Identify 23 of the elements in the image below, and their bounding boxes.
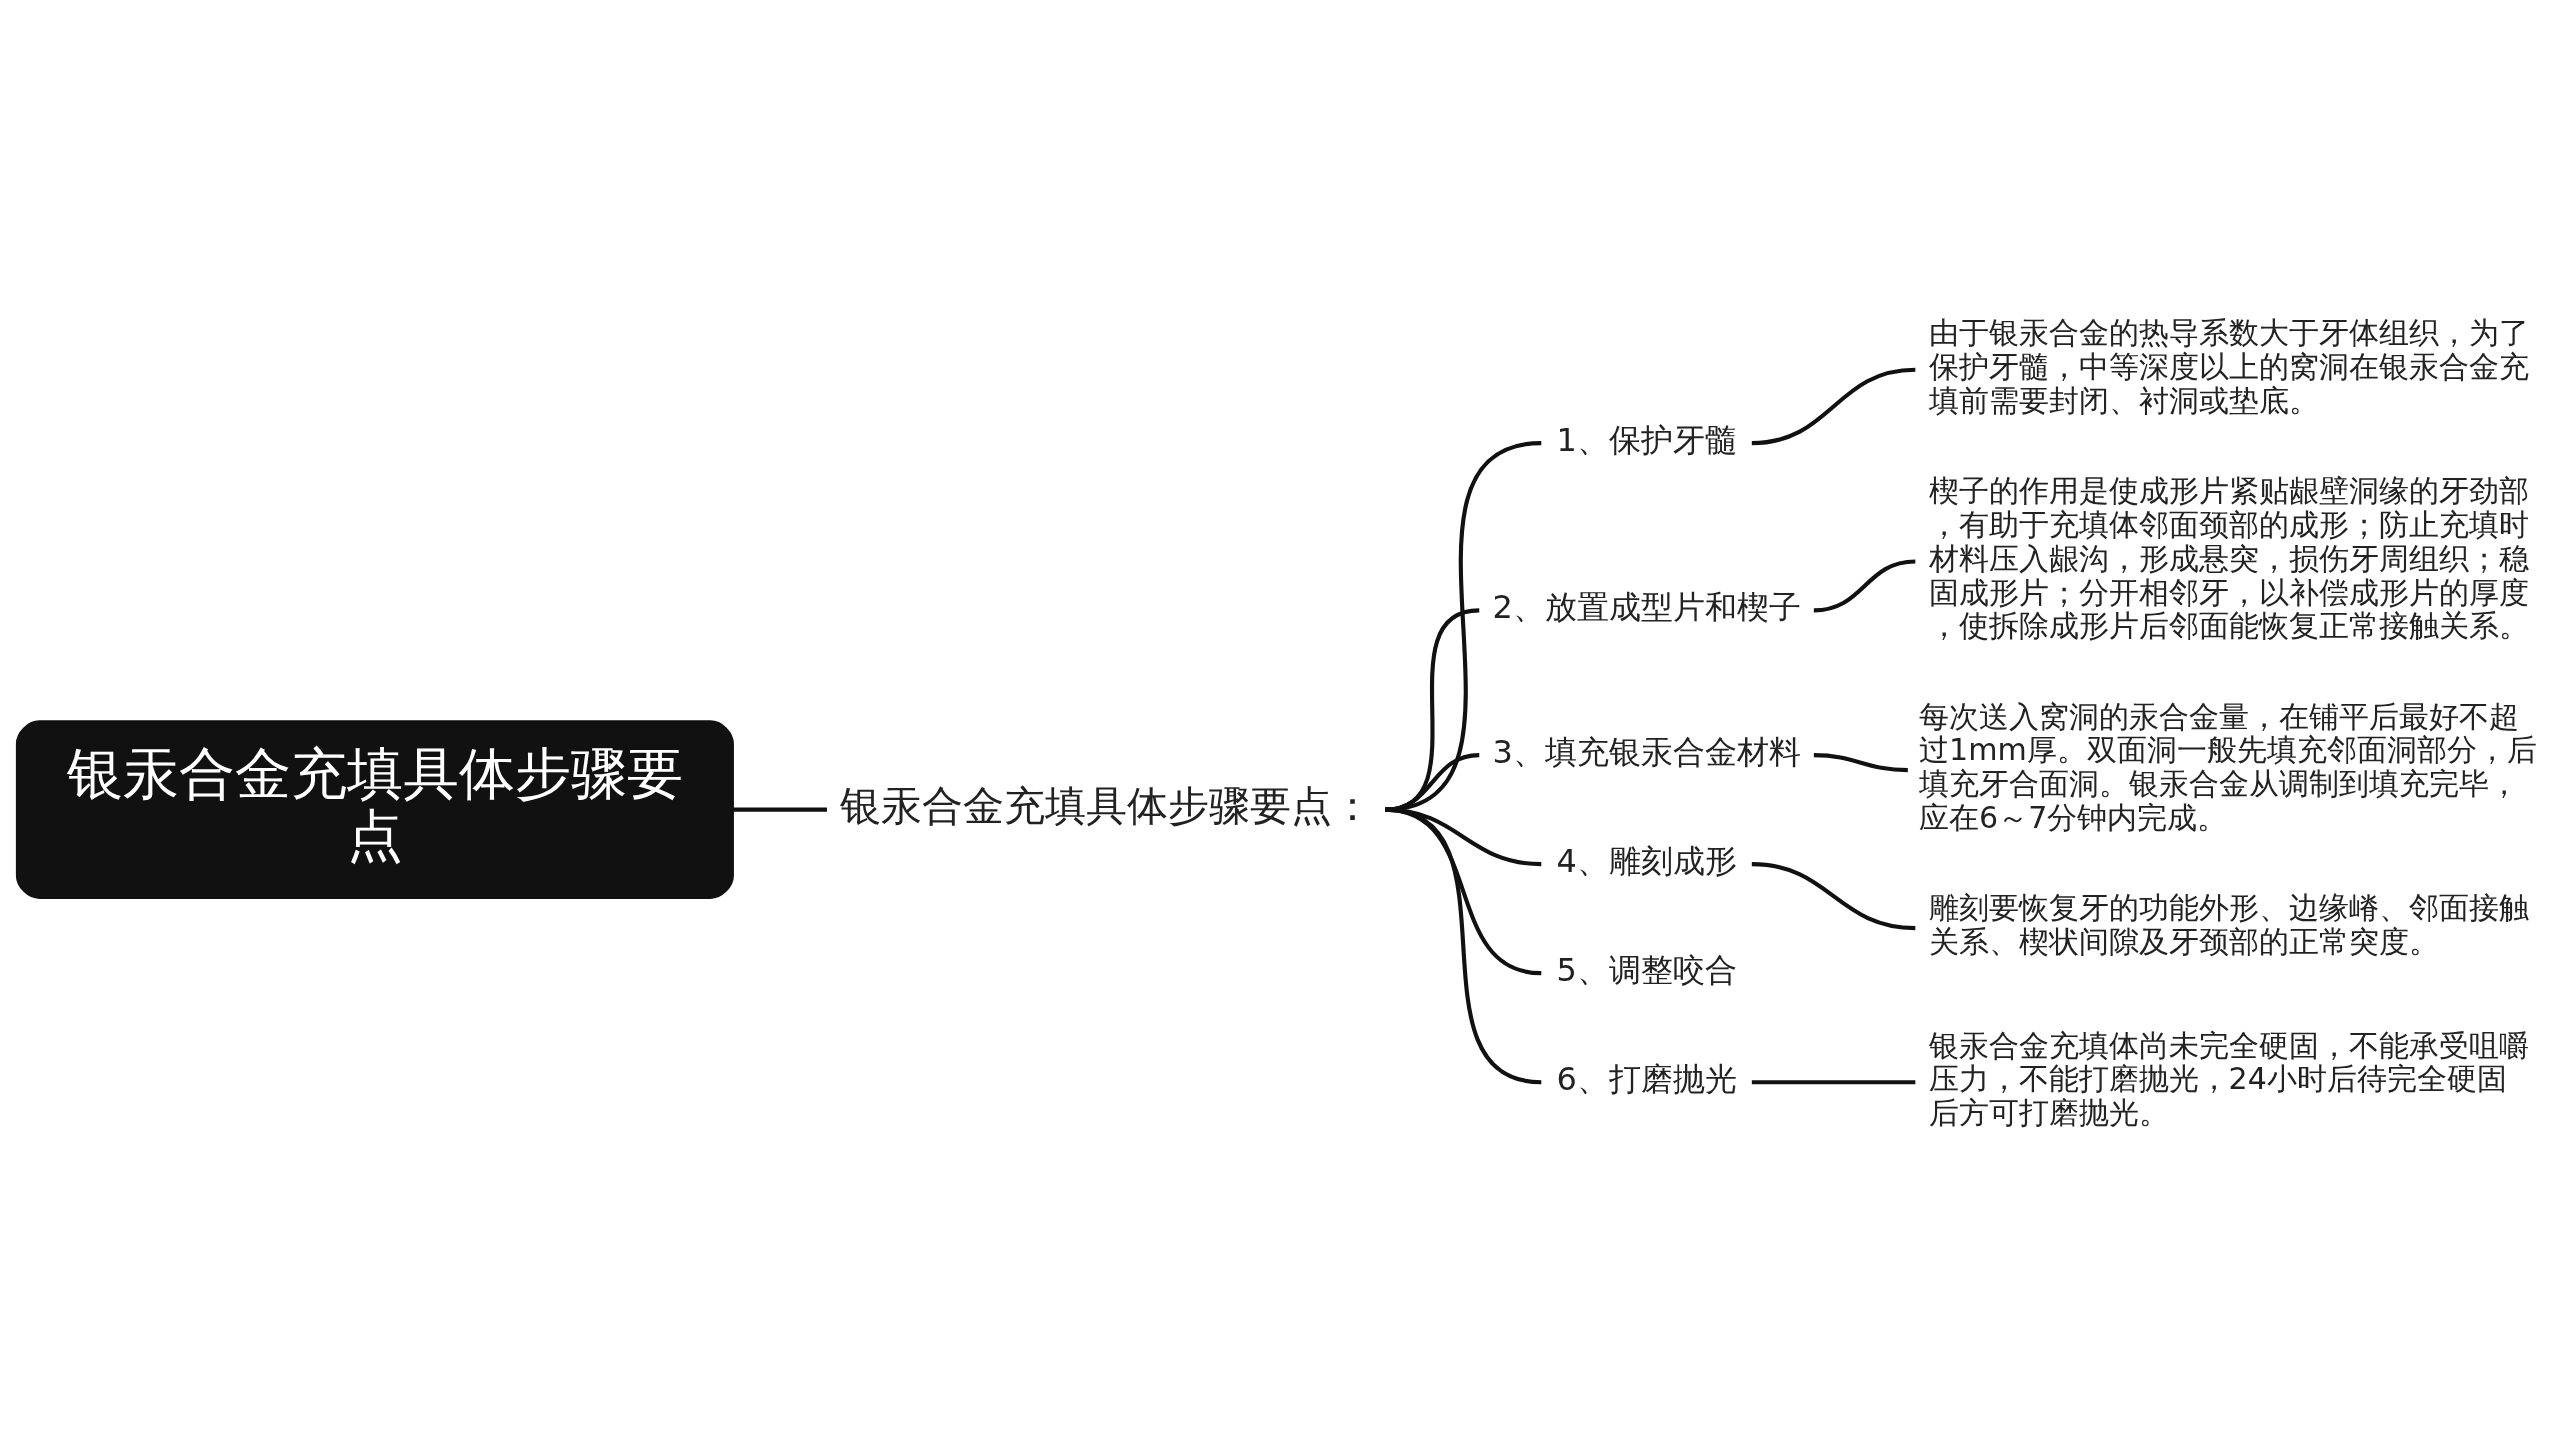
node-text: 银汞合金充填具体步骤要点： bbox=[839, 781, 1373, 830]
node-text: 5、调整咬合 bbox=[1556, 950, 1737, 989]
connector bbox=[1813, 558, 1916, 612]
connector bbox=[733, 807, 827, 812]
connector bbox=[1384, 607, 1480, 812]
node-text: 银汞合金充填体尚未完全硬固，不能承受咀嚼压力，不能打磨抛光，24小时后待完全硬固后方可打磨抛光。 bbox=[1928, 1027, 2529, 1130]
node-text: 1、保护牙髓 bbox=[1556, 420, 1737, 459]
connector bbox=[1751, 367, 1916, 445]
node-text: 每次送入窝洞的汞合金量，在铺平后最好不超过1mm厚。双面洞一般先填充邻面洞部分，后填充牙合面洞。银汞合金从调制到填充完毕，应在6～7分钟内完成。 bbox=[1919, 698, 2537, 835]
node-text: 由于银汞合金的热导系数大于牙体组织，为了保护牙髓，中等深度以上的窝洞在银汞合金充填前需要封闭、衬洞或垫底。 bbox=[1928, 314, 2529, 418]
node-text: 楔子的作用是使成形片紧贴龈壁洞缘的牙劲部，有助于充填体邻面颈部的成形；防止充填时材料压入龈沟，形成悬突，损伤牙周组织；稳固成形片；分开相邻牙，以补偿成形片的厚度，使拆除成形片后邻面能恢复正常接触关系。 bbox=[1928, 472, 2529, 643]
node-text: 雕刻要恢复牙的功能外形、边缘嵴、邻面接触关系、楔状间隙及牙颈部的正常突度。 bbox=[1928, 889, 2529, 959]
connector bbox=[1751, 1079, 1916, 1084]
connector bbox=[1384, 807, 1542, 1084]
connector bbox=[1385, 752, 1480, 812]
node-text: 4、雕刻成形 bbox=[1556, 841, 1737, 880]
node-text: 6、打磨抛光 bbox=[1556, 1059, 1737, 1098]
connector bbox=[1813, 752, 1908, 772]
node-text: 3、填充银汞合金材料 bbox=[1492, 732, 1801, 771]
node-box: 银汞合金充填具体步骤要点 bbox=[15, 719, 734, 899]
connector bbox=[1751, 861, 1916, 930]
connector bbox=[1384, 440, 1542, 812]
node-text: 2、放置成型片和楔子 bbox=[1492, 587, 1801, 626]
